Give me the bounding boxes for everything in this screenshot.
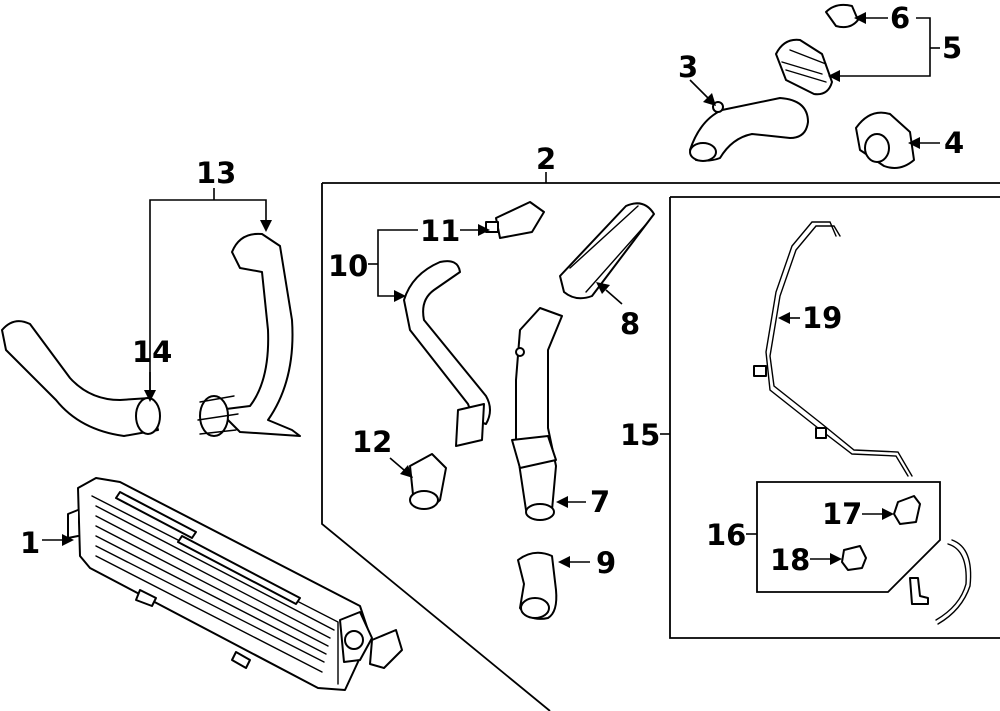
callout-14: 14 <box>132 335 172 369</box>
callout-8: 8 <box>620 307 640 341</box>
callout-15: 15 <box>620 418 660 452</box>
callout-9: 9 <box>596 546 616 580</box>
callout-2: 2 <box>536 142 556 176</box>
pipe-part-13 <box>197 232 301 437</box>
hose-part-8 <box>559 202 655 300</box>
clip-part-16 <box>909 539 972 625</box>
callout-7: 7 <box>590 485 610 519</box>
bracket-part-18 <box>841 545 867 571</box>
callout-5: 5 <box>942 31 962 65</box>
callout-3: 3 <box>678 50 698 84</box>
callout-13: 13 <box>196 156 236 190</box>
callout-6: 6 <box>890 1 910 35</box>
gasket-part-6 <box>825 3 859 29</box>
group-box-16 <box>756 481 941 593</box>
tube-part-3 <box>689 97 809 162</box>
connector-part-17 <box>893 495 921 525</box>
callout-11: 11 <box>420 214 460 248</box>
callout-12: 12 <box>352 425 392 459</box>
sensor-part-11 <box>485 201 545 239</box>
pipe-part-10 <box>403 260 491 447</box>
valve-part-12 <box>409 453 447 510</box>
elbow-part-9 <box>517 551 558 620</box>
boot-part-5 <box>775 38 833 96</box>
callout-19: 19 <box>802 301 842 335</box>
hose-part-4 <box>855 111 915 169</box>
callout-16: 16 <box>706 518 746 552</box>
callout-10: 10 <box>328 249 368 283</box>
harness-part-19 <box>753 221 913 477</box>
group-box-2 <box>321 172 1000 711</box>
callout-1: 1 <box>20 526 40 560</box>
callout-17: 17 <box>822 497 862 531</box>
callout-18: 18 <box>770 543 810 577</box>
intercooler-part <box>67 477 403 691</box>
group-box-15 <box>669 196 1000 639</box>
pipe-part-7 <box>511 307 563 521</box>
callout-4: 4 <box>944 126 964 160</box>
callout-labels: 1 2 3 4 5 6 7 8 9 10 11 12 13 14 15 16 1… <box>20 1 964 580</box>
leader-lines <box>42 12 940 568</box>
